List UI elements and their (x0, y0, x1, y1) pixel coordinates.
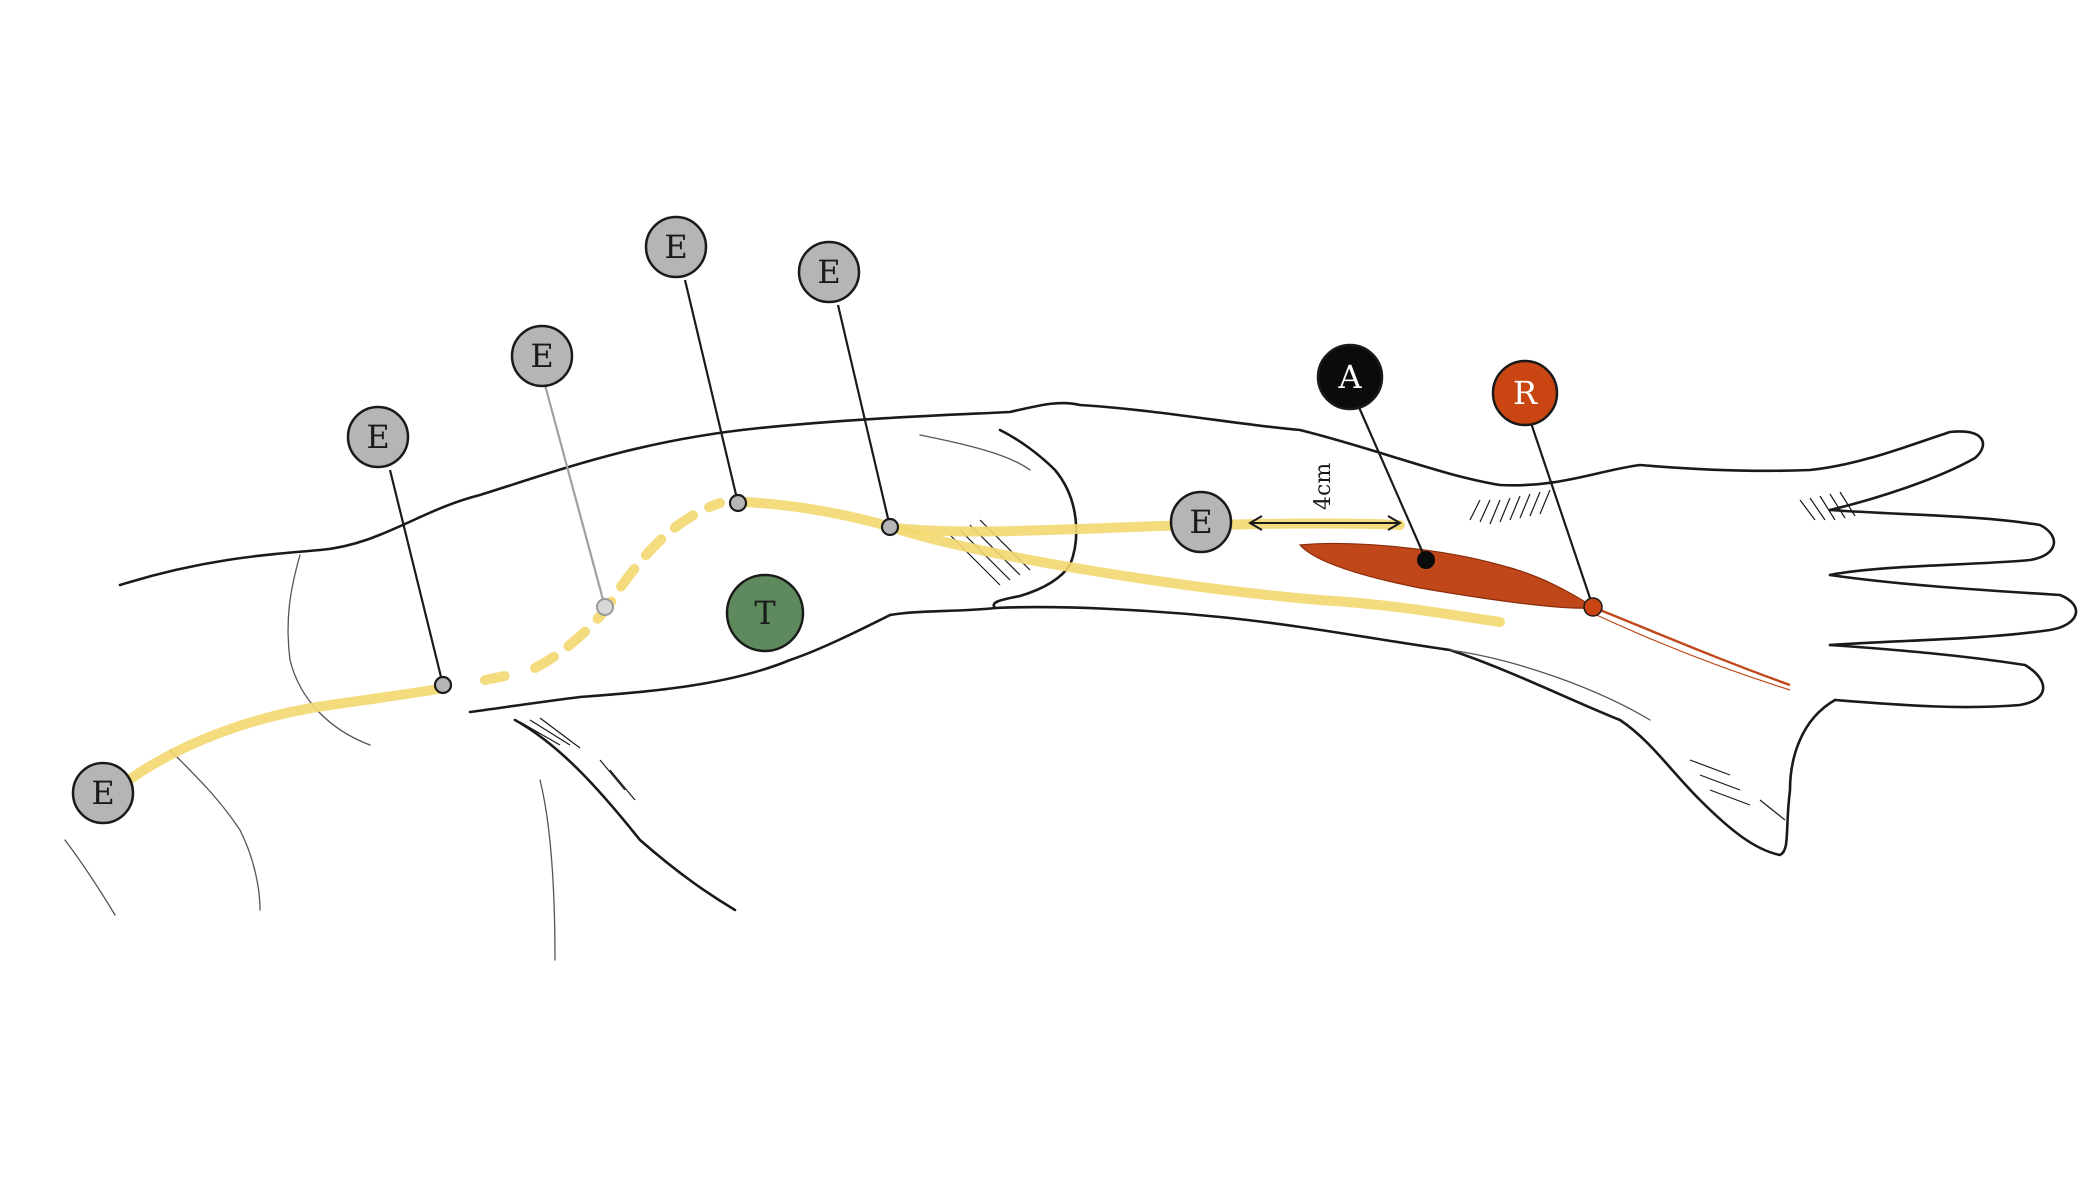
callout-label: E (817, 253, 840, 291)
callout-label: E (1189, 503, 1212, 541)
attachment-dot (880, 517, 900, 537)
callout-label: T (754, 594, 776, 632)
arm-outline (64, 401, 2078, 961)
callout-label: E (530, 337, 553, 375)
callout-label: E (664, 228, 687, 266)
callout-label: R (1513, 374, 1538, 412)
nerve-paths (110, 497, 1505, 795)
callout-label: E (366, 418, 389, 456)
attachment-dot (1583, 597, 1603, 617)
callouts: E E E E E E E T (71, 215, 1559, 825)
muscle (1298, 542, 1791, 691)
callout-t-center[interactable]: T (725, 573, 805, 653)
callout-e-shoulder[interactable]: E (71, 761, 135, 825)
callout-e-upper-1[interactable]: E (346, 405, 410, 469)
attachment-dot (728, 493, 748, 513)
callout-e-upper-2[interactable]: E (510, 324, 574, 388)
attachment-dot (1417, 551, 1435, 569)
callout-e-elbow[interactable]: E (797, 240, 861, 304)
measurement-label: 4cm (1311, 463, 1336, 510)
attachment-dot (433, 675, 453, 695)
callout-label: A (1337, 358, 1362, 396)
callout-e-forearm[interactable]: E (1169, 490, 1233, 554)
callout-r-wrist[interactable]: R (1491, 359, 1559, 427)
attachment-dot (596, 598, 614, 616)
callout-a-muscle[interactable]: A (1316, 343, 1384, 411)
callout-label: E (91, 774, 114, 812)
leader-lines (388, 279, 1603, 695)
callout-e-upper-3[interactable]: E (644, 215, 708, 279)
measurement-arrow: 4cm (1248, 463, 1402, 531)
